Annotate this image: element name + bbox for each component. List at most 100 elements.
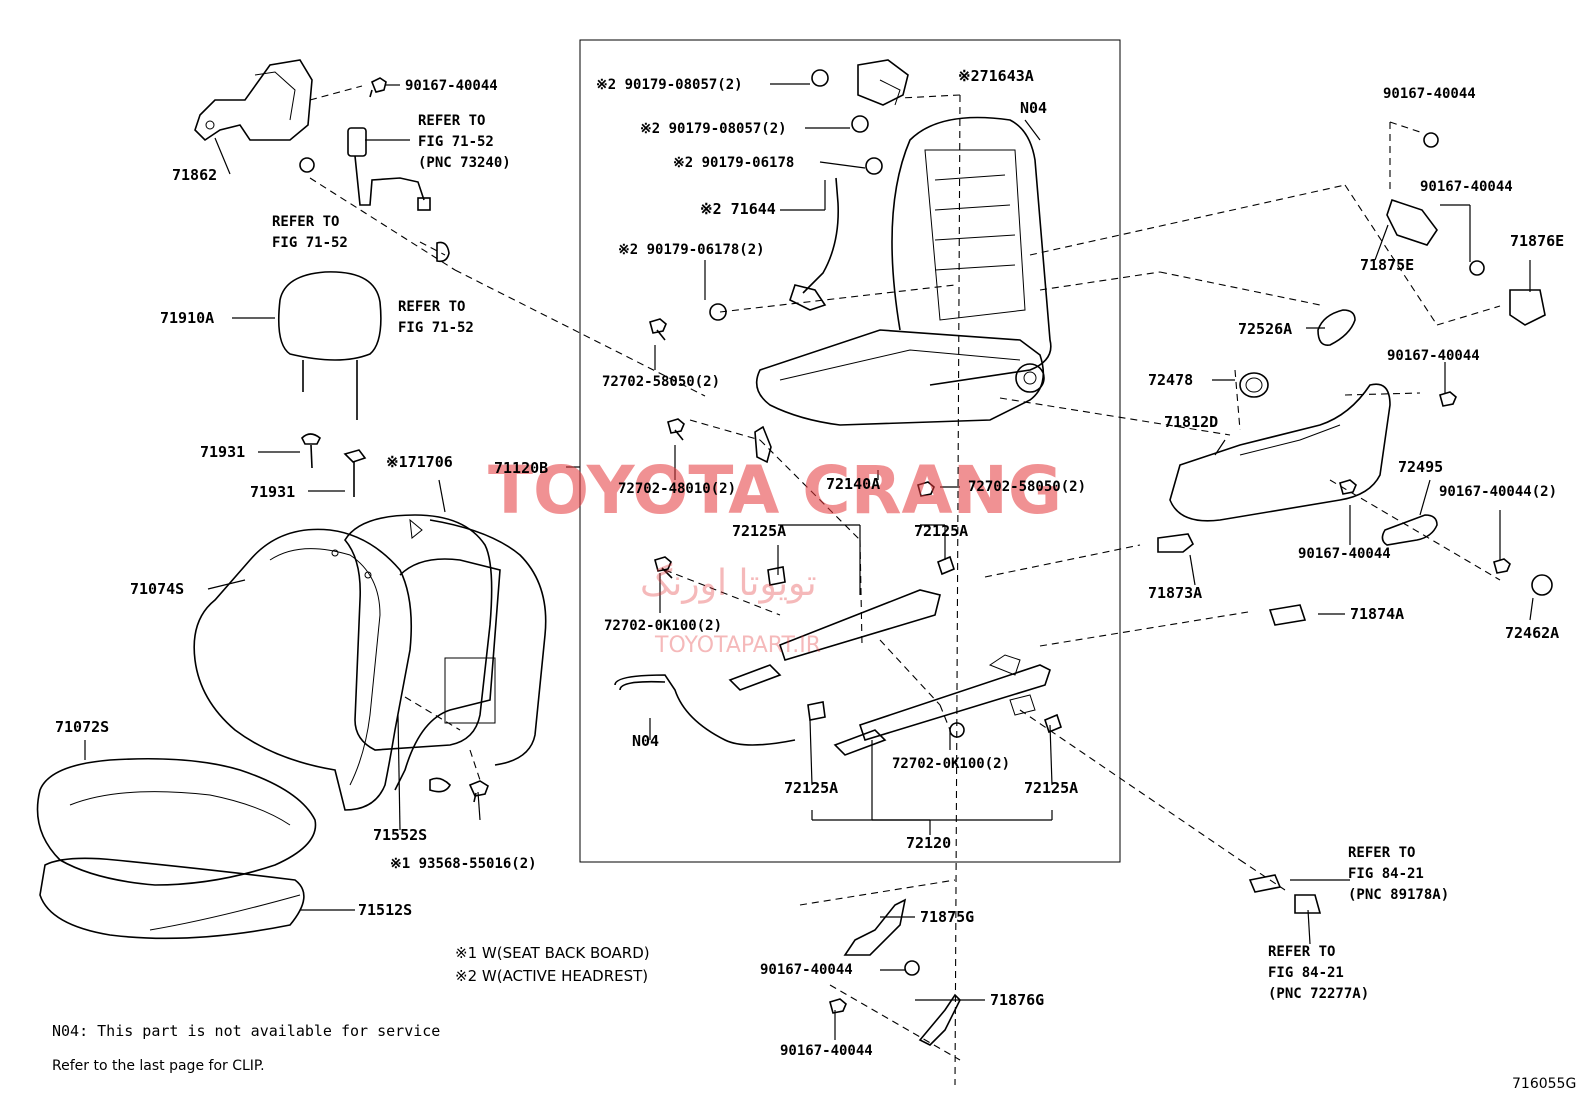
label-72702-48010: 72702-48010(2) [618, 481, 736, 497]
label-refer-c3: (PNC 72277A) [1268, 986, 1369, 1002]
part-72120-tracks [728, 589, 1051, 756]
watermark-persian: تویوتا اورنگ [640, 562, 817, 604]
label-71644: ※2 71644 [700, 200, 776, 218]
note-w2: ※2 W(ACTIVE HEADREST) [455, 967, 648, 985]
label-90167-r2: 90167-40044 [1420, 179, 1513, 195]
bolt-93568 [468, 780, 489, 803]
part-71910a-headrest [277, 271, 382, 420]
dashed-guide-lines [309, 85, 1501, 1086]
label-refer-c2: FIG 84-21 [1268, 965, 1344, 981]
label-refer-left-2: FIG 71-52 [272, 235, 348, 251]
note-clip: Refer to the last page for CLIP. [52, 1058, 265, 1074]
label-refer-c1: REFER TO [1268, 944, 1335, 960]
label-refer-b3: (PNC 89178A) [1348, 887, 1449, 903]
part-71706-back-board [344, 514, 547, 766]
label-71874a: 71874A [1350, 605, 1404, 623]
label-refer-b1: REFER TO [1348, 845, 1415, 861]
part-labels: 71862 90167-40044 REFER TO FIG 71-52 (PN… [55, 67, 1564, 1059]
part-71644-cable [789, 177, 840, 311]
note-n04: N04: This part is not available for serv… [52, 1022, 440, 1040]
part-71874a-bracket [1268, 604, 1307, 626]
part-72462a-cap [1531, 574, 1553, 596]
label-72495: 72495 [1398, 458, 1443, 476]
part-71876g-cover [829, 993, 961, 1046]
part-71873a-bracket [1157, 533, 1195, 553]
part-71876e-cover [1469, 260, 1546, 326]
nuts-90179 [709, 69, 883, 321]
part-refer-84-21-b [1294, 894, 1322, 914]
label-71910a: 71910A [160, 309, 214, 327]
label-71876g: 71876G [990, 991, 1044, 1009]
part-71072s-cushion-cover [36, 757, 317, 886]
part-71074s-back-cover [193, 528, 412, 811]
label-refer-top-2: FIG 71-52 [418, 134, 494, 150]
label-72125a-3: 72125A [784, 779, 838, 797]
watermark-site: TOYOTAPART.IR [654, 633, 821, 658]
label-refer-mid-1: REFER TO [398, 299, 465, 315]
watermark-main: TOYOTA CRANG [488, 452, 1062, 529]
label-72125a-2: 72125A [914, 522, 968, 540]
label-n04-bottom: N04 [632, 732, 659, 750]
label-90179-4: ※2 90179-06178(2) [618, 242, 765, 258]
label-72120: 72120 [906, 834, 951, 852]
label-72478: 72478 [1148, 371, 1193, 389]
seat-frame-group-box [579, 39, 1121, 863]
part-71875g-cover [843, 898, 920, 976]
part-72478-knob [1239, 372, 1269, 398]
label-90179-3: ※2 90179-06178 [673, 155, 794, 171]
label-90167-top: 90167-40044 [405, 78, 498, 94]
part-71875e-cover [1386, 132, 1439, 246]
label-90167-g2: 90167-40044 [780, 1043, 873, 1059]
part-refer-84-21-a [1248, 874, 1282, 893]
label-90167-r1: 90167-40044 [1383, 86, 1476, 102]
label-71875e: 71875E [1360, 256, 1414, 274]
part-71862-cover [194, 59, 313, 142]
part-71512s-cushion-pad [39, 857, 305, 940]
figure-code: 716055G [1512, 1076, 1576, 1092]
label-71873a: 71873A [1148, 584, 1202, 602]
part-n04-seat-frame [755, 116, 1052, 426]
label-71862: 71862 [172, 166, 217, 184]
label-71931-a: 71931 [200, 443, 245, 461]
label-71876e: 71876E [1510, 232, 1564, 250]
label-71812d: 71812D [1164, 413, 1218, 431]
part-72495-lever [1381, 514, 1438, 546]
label-72702-58050-right: 72702-58050(2) [968, 479, 1086, 495]
label-93568: ※1 93568-55016(2) [390, 856, 537, 872]
label-71552s: 71552S [373, 826, 427, 844]
label-72702-0k100-right: 72702-0K100(2) [892, 756, 1010, 772]
label-90167-r3: 90167-40044 [1387, 348, 1480, 364]
bolts-72702 [649, 318, 965, 738]
part-seatbelt-buckle [299, 127, 450, 263]
label-71706: ※171706 [386, 453, 453, 471]
part-72526a-knob [1317, 309, 1356, 347]
bolt-90167-top [369, 77, 387, 98]
label-90179-1: ※2 90179-08057(2) [596, 77, 743, 93]
label-n04-top: N04 [1020, 99, 1047, 117]
label-refer-left-1: REFER TO [272, 214, 339, 230]
label-71074s: 71074S [130, 580, 184, 598]
label-72140a: 72140A [826, 475, 880, 493]
label-71512s: 71512S [358, 901, 412, 919]
note-w1: ※1 W(SEAT BACK BOARD) [455, 944, 650, 962]
part-71643a-bracket [857, 59, 909, 106]
part-71931-guides [301, 433, 367, 497]
bolts-90167-right [1339, 391, 1511, 574]
label-72125a-1: 72125A [732, 522, 786, 540]
label-71072s: 71072S [55, 718, 109, 736]
label-72462a: 72462A [1505, 624, 1559, 642]
label-72125a-4: 72125A [1024, 779, 1078, 797]
label-refer-b2: FIG 84-21 [1348, 866, 1424, 882]
part-n04-wire [614, 674, 796, 746]
part-72125a-clips [767, 555, 1062, 734]
label-71643a: ※271643A [958, 67, 1034, 85]
part-71812d-shield [1169, 383, 1391, 522]
label-90167-r5: 90167-40044 [1298, 546, 1391, 562]
label-71931-b: 71931 [250, 483, 295, 501]
label-refer-top-1: REFER TO [418, 113, 485, 129]
label-71120b: 71120B [494, 459, 548, 477]
label-72702-0k100-left: 72702-0K100(2) [604, 618, 722, 634]
part-71552s-back-pad [394, 558, 501, 793]
part-72140a-bracket [754, 425, 772, 464]
